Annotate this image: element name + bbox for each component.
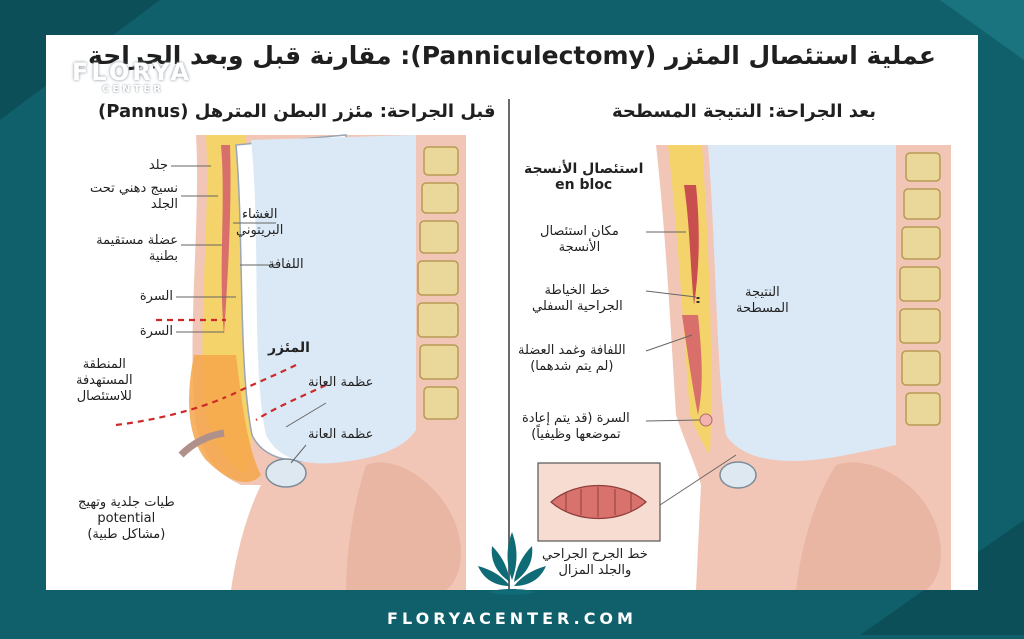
label-excision-site: مكان استئصال الأنسجة [540, 224, 619, 255]
label-pubic-bone-2: عظمة العانة [308, 427, 374, 442]
abdominal-cavity [251, 135, 416, 464]
panel-divider [508, 99, 510, 590]
spine [417, 146, 459, 420]
before-surgery-figure [115, 134, 466, 590]
rectus-muscle [221, 145, 231, 335]
label-peritoneum: الغشاء البريتوني [236, 207, 284, 238]
page-title: عملية استئصال المئزر (Panniculectomy): م… [88, 41, 936, 70]
abdominal-cavity-after [708, 145, 896, 461]
pannus-fold [189, 355, 261, 483]
label-pubic-bone-1: عظمة العانة [308, 375, 374, 390]
left-leader-lines [171, 165, 327, 464]
skin-fold-arrow [178, 429, 225, 458]
after-heading: بعد الجراحة: النتيجة المسطحة [612, 101, 877, 122]
label-en-bloc: استئصال الأنسجة en bloc [524, 161, 644, 193]
label-rectus-muscle: عضلة مستقيمة بطنية [96, 233, 178, 264]
label-subcutaneous-fat: نسيج دهني تحت الجلد [90, 181, 178, 212]
label-navel-after: السرة (قد يتم إعادة تموضعها وظيفياً) [522, 411, 630, 442]
rectus-muscle-after [682, 315, 702, 415]
incision-stitches [565, 487, 632, 517]
label-fascia: اللفافة [268, 257, 304, 272]
label-fascia-muscle: اللفافة وغمد العضلة (لم يتم شدهما) [518, 343, 626, 374]
label-incision-line: خط الجرح الجراحي والجلد المزال [542, 547, 648, 578]
label-navel-1: السرة [139, 289, 173, 304]
excision-site [684, 185, 699, 305]
spine-after [899, 152, 941, 426]
excision-arrows [115, 318, 327, 427]
label-target-zone: المنطقة المستهدفة للاستئصال [76, 357, 133, 404]
footer-website[interactable]: FLORYACENTER.COM [387, 609, 637, 628]
brand-watermark-sub: CENTER [102, 84, 164, 95]
label-skin: جلد [148, 158, 168, 173]
label-skin-folds: طيات جلدية وتهيج potential (مشاكل طبية) [78, 495, 175, 542]
before-heading: قبل الجراحة: مئزر البطن المترهل (Pannus) [98, 101, 496, 122]
diagram-panel: عملية استئصال المئزر (Panniculectomy): م… [46, 35, 978, 590]
thigh [346, 462, 461, 590]
pubic-bone-after [719, 461, 757, 489]
pubic-bone [265, 458, 307, 488]
label-flat-result: النتيجة المسطحة [736, 285, 789, 316]
label-navel-2: السرة [139, 324, 173, 339]
florya-logo-icon [478, 532, 546, 595]
anatomy-illustration [115, 134, 951, 590]
brand-watermark: FLORYA [72, 58, 193, 86]
after-surgery-figure [537, 145, 951, 590]
navel-after [699, 413, 713, 427]
right-leader-lines [645, 231, 737, 506]
label-pannus: المئزر [268, 340, 310, 356]
label-lower-suture: خط الخياطة الجراحية السفلي [532, 283, 623, 314]
thigh-after [796, 462, 941, 590]
